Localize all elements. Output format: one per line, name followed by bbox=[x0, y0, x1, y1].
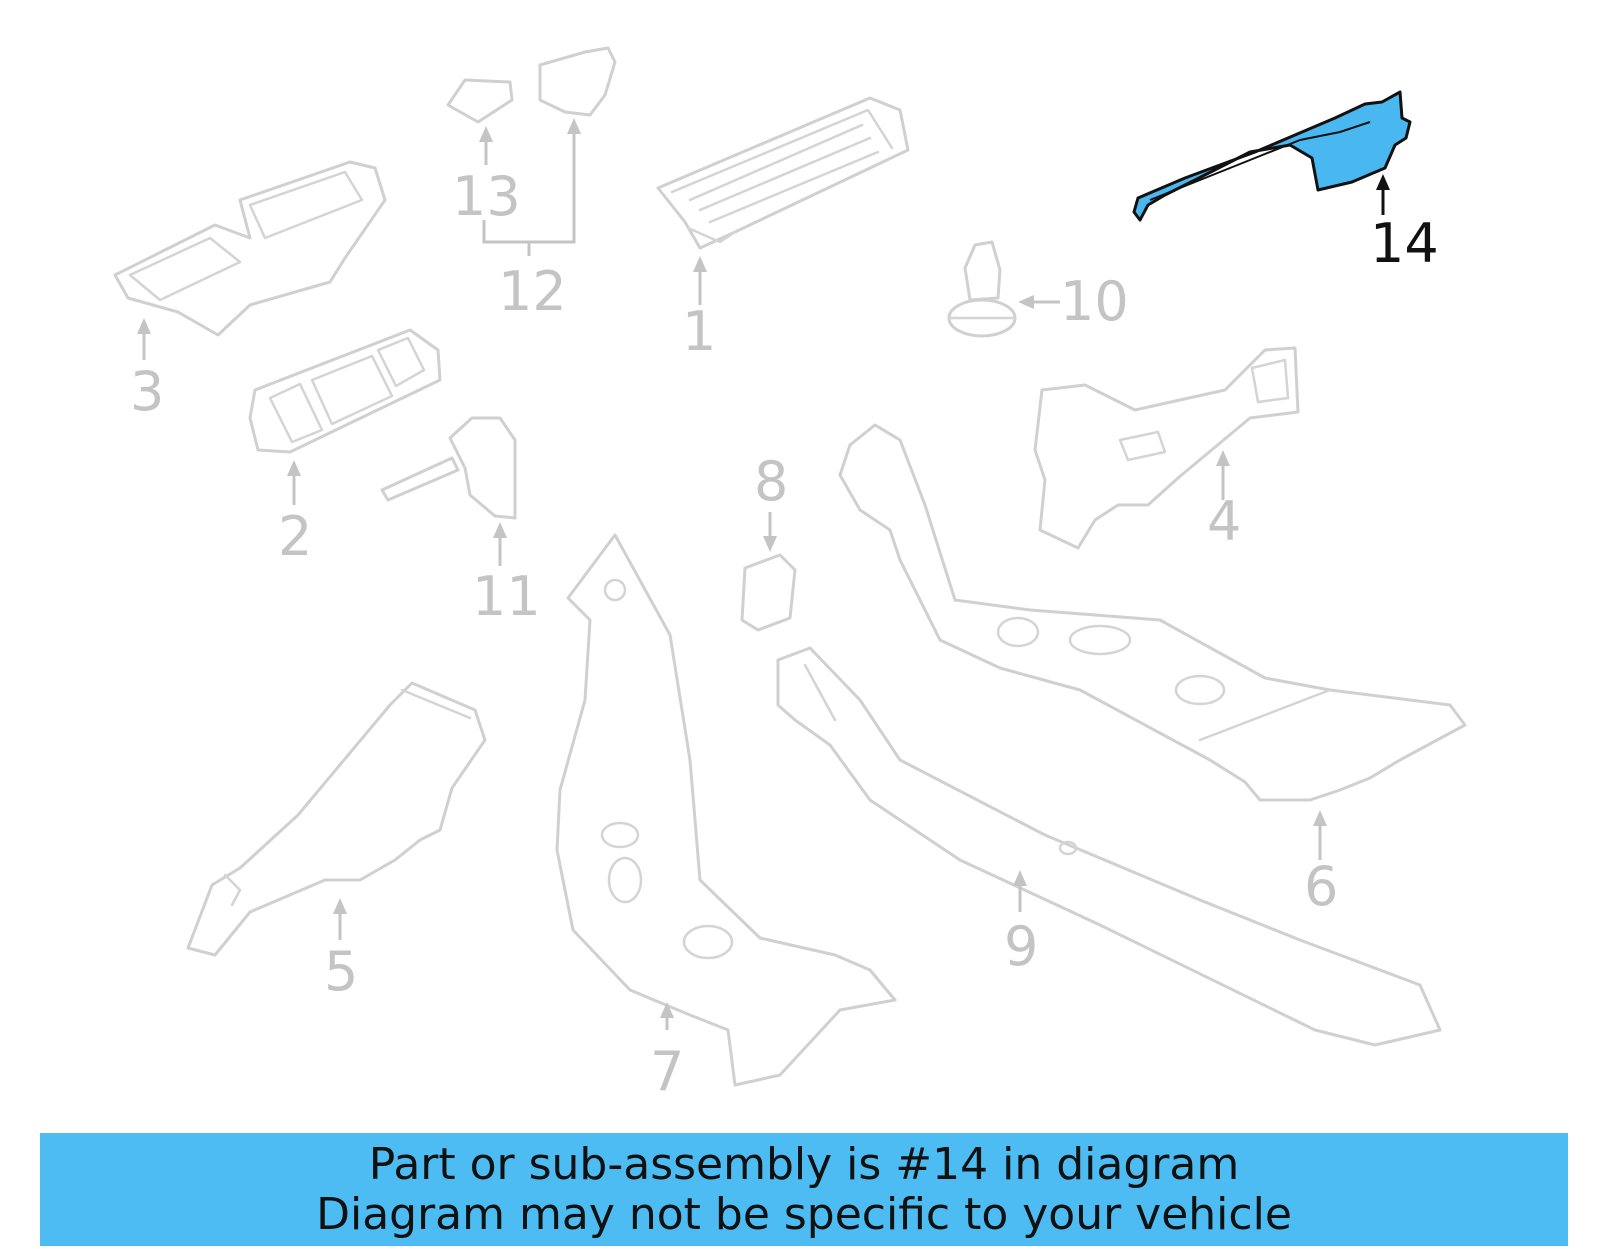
part-7-support-bracket[interactable] bbox=[555, 533, 897, 1087]
leader-1 bbox=[693, 256, 707, 305]
callout-11: 11 bbox=[472, 565, 541, 628]
callout-5: 5 bbox=[324, 940, 358, 1003]
part-13-pad[interactable] bbox=[446, 78, 514, 124]
callout-10: 10 bbox=[1060, 270, 1129, 333]
banner-line-2: Diagram may not be specific to your vehi… bbox=[316, 1188, 1292, 1240]
callout-2: 2 bbox=[278, 505, 312, 568]
callout-1: 1 bbox=[682, 300, 716, 363]
part-4-bracket[interactable] bbox=[1033, 346, 1300, 550]
part-8-clip[interactable] bbox=[740, 553, 797, 632]
leader-10 bbox=[1018, 295, 1060, 309]
callout-9: 9 bbox=[1004, 915, 1038, 978]
part-6-crossmember[interactable] bbox=[838, 423, 1467, 802]
leader-4 bbox=[1216, 450, 1230, 500]
leader-5 bbox=[333, 898, 347, 940]
leader-2 bbox=[287, 460, 301, 505]
callout-7: 7 bbox=[650, 1040, 684, 1103]
leader-9 bbox=[1013, 870, 1027, 912]
part-2-trim-bezel[interactable] bbox=[248, 328, 442, 454]
leader-7 bbox=[660, 1002, 674, 1030]
part-5-air-duct[interactable] bbox=[186, 681, 487, 957]
leader-13 bbox=[479, 126, 493, 165]
leader-14 bbox=[1376, 174, 1390, 215]
info-banner: Part or sub-assembly is #14 in diagram D… bbox=[40, 1133, 1568, 1246]
part-3-cupholder-tray[interactable] bbox=[113, 160, 387, 337]
callout-6: 6 bbox=[1304, 855, 1338, 918]
part-9-beam[interactable] bbox=[776, 646, 1442, 1047]
callout-8: 8 bbox=[754, 450, 788, 513]
leader-8 bbox=[763, 512, 777, 552]
callout-12: 12 bbox=[498, 260, 567, 323]
callout-3: 3 bbox=[130, 360, 164, 423]
leader-11 bbox=[493, 522, 507, 566]
part-14-highlighted-panel[interactable] bbox=[1132, 90, 1412, 222]
part-1-vent-grille[interactable] bbox=[656, 96, 910, 250]
part-11-sensor[interactable] bbox=[380, 416, 517, 520]
callout-4: 4 bbox=[1207, 490, 1241, 553]
banner-line-1: Part or sub-assembly is #14 in diagram bbox=[368, 1138, 1240, 1190]
leader-3 bbox=[137, 318, 151, 360]
leader-12 bbox=[482, 118, 581, 256]
callout-14: 14 bbox=[1370, 212, 1439, 275]
part-10-grommet[interactable] bbox=[947, 240, 1017, 338]
callout-13: 13 bbox=[452, 165, 521, 228]
part-12-connector[interactable] bbox=[538, 46, 617, 117]
leader-6 bbox=[1313, 810, 1327, 860]
